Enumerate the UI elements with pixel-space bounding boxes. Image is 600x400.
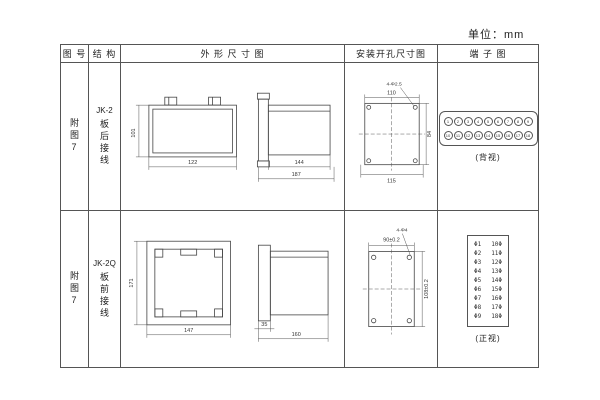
terminal-circle: 9 xyxy=(523,116,533,126)
jk2q-front-width-dim: 147 xyxy=(184,328,193,334)
terminal-circle: 4 xyxy=(473,116,483,126)
jk2-mounting-drawing: 4-Φ2.5 110 84 115 xyxy=(358,81,433,184)
header-terminal: 端 子 图 xyxy=(438,45,538,63)
jk2-outline-drawing: 101 122 144 187 xyxy=(131,92,335,182)
terminal-circle: 5 xyxy=(483,116,493,126)
terminal-circle: 11 xyxy=(453,130,463,140)
row1-mounting-cell: 4-Φ2.5 110 84 115 xyxy=(345,63,438,211)
row2-outline-cell: 171 147 35 160 xyxy=(121,211,345,367)
terminal-circle: 10 xyxy=(443,130,453,140)
jk2q-front-height-dim: 171 xyxy=(129,278,135,287)
jk2-mount-width-dim: 110 xyxy=(387,90,396,96)
row1-fig-no-cell: 附图7 xyxy=(61,63,89,211)
terminal-circle: 17 xyxy=(513,130,523,140)
jk2-front-height-dim: 101 xyxy=(131,128,137,137)
header-mounting: 安装开孔尺寸图 xyxy=(345,45,438,63)
row2-fig-no: 附图7 xyxy=(69,270,79,308)
header-structure: 结 构 xyxy=(89,45,121,63)
jk2-mount-bottom-dim: 115 xyxy=(387,178,396,184)
terminal-circle: 3 xyxy=(463,116,473,126)
jk2q-outline-drawing: 171 147 35 160 xyxy=(129,240,329,342)
jk2q-mount-width-dim: 90±0.2 xyxy=(383,238,400,244)
row2-mounting-cell: 4-Φ4 90±0.2 108±0.2 xyxy=(345,211,438,367)
unit-label: 单位：mm xyxy=(468,29,525,41)
terminal-circle: 12 xyxy=(463,130,473,140)
terminal-circle: 7 xyxy=(503,116,513,126)
terminal-circle: 15 xyxy=(493,130,503,140)
spec-table: 图 号 结 构 外 形 尺 寸 图 安装开孔尺寸图 端 子 图 附图7 JK-2… xyxy=(60,44,539,368)
terminal-circle: 6 xyxy=(493,116,503,126)
jk2-side-total-dim: 187 xyxy=(292,171,301,177)
row2-fig-no-cell: 附图7 xyxy=(61,211,89,367)
row2-wiring: 板前接线 xyxy=(99,271,109,320)
header-outline: 外 形 尺 寸 图 xyxy=(121,45,345,63)
jk2-front-width-dim: 122 xyxy=(188,159,197,165)
row1-wiring: 板后接线 xyxy=(99,119,109,167)
terminal-circle: 8 xyxy=(513,116,523,126)
jk2q-mount-height-dim: 108±0.2 xyxy=(424,279,430,299)
terminal-circle: 16 xyxy=(503,130,513,140)
terminal-circle: 18 xyxy=(523,130,533,140)
jk2-mount-height-dim: 84 xyxy=(427,131,433,137)
terminal-circle: 14 xyxy=(483,130,493,140)
row2-model: JK-2Q xyxy=(93,258,116,268)
jk2q-mounting-drawing: 4-Φ4 90±0.2 108±0.2 xyxy=(362,228,430,335)
row2-structure-cell: JK-2Q 板前接线 xyxy=(89,211,121,367)
terminal-circle: 2 xyxy=(453,116,463,126)
jk2-holes-note: 4-Φ2.5 xyxy=(387,81,402,87)
header-fig-no: 图 号 xyxy=(61,45,89,63)
row1-outline-cell: 101 122 144 187 xyxy=(121,63,345,211)
jk2q-flange-depth-dim: 35 xyxy=(261,322,267,328)
row1-view-label: (背视) xyxy=(475,152,501,162)
jk2q-side-total-dim: 160 xyxy=(292,332,301,338)
jk2-side-depth-dim: 144 xyxy=(295,159,304,165)
jk2q-holes-note: 4-Φ4 xyxy=(396,228,407,234)
row1-structure-cell: JK-2 板后接线 xyxy=(89,63,121,211)
row1-model: JK-2 xyxy=(96,106,113,115)
terminal-circle: 13 xyxy=(473,130,483,140)
row1-fig-no: 附图7 xyxy=(69,118,79,155)
terminal-circle: 1 xyxy=(443,116,453,126)
row2-view-label: (正视) xyxy=(475,333,501,343)
